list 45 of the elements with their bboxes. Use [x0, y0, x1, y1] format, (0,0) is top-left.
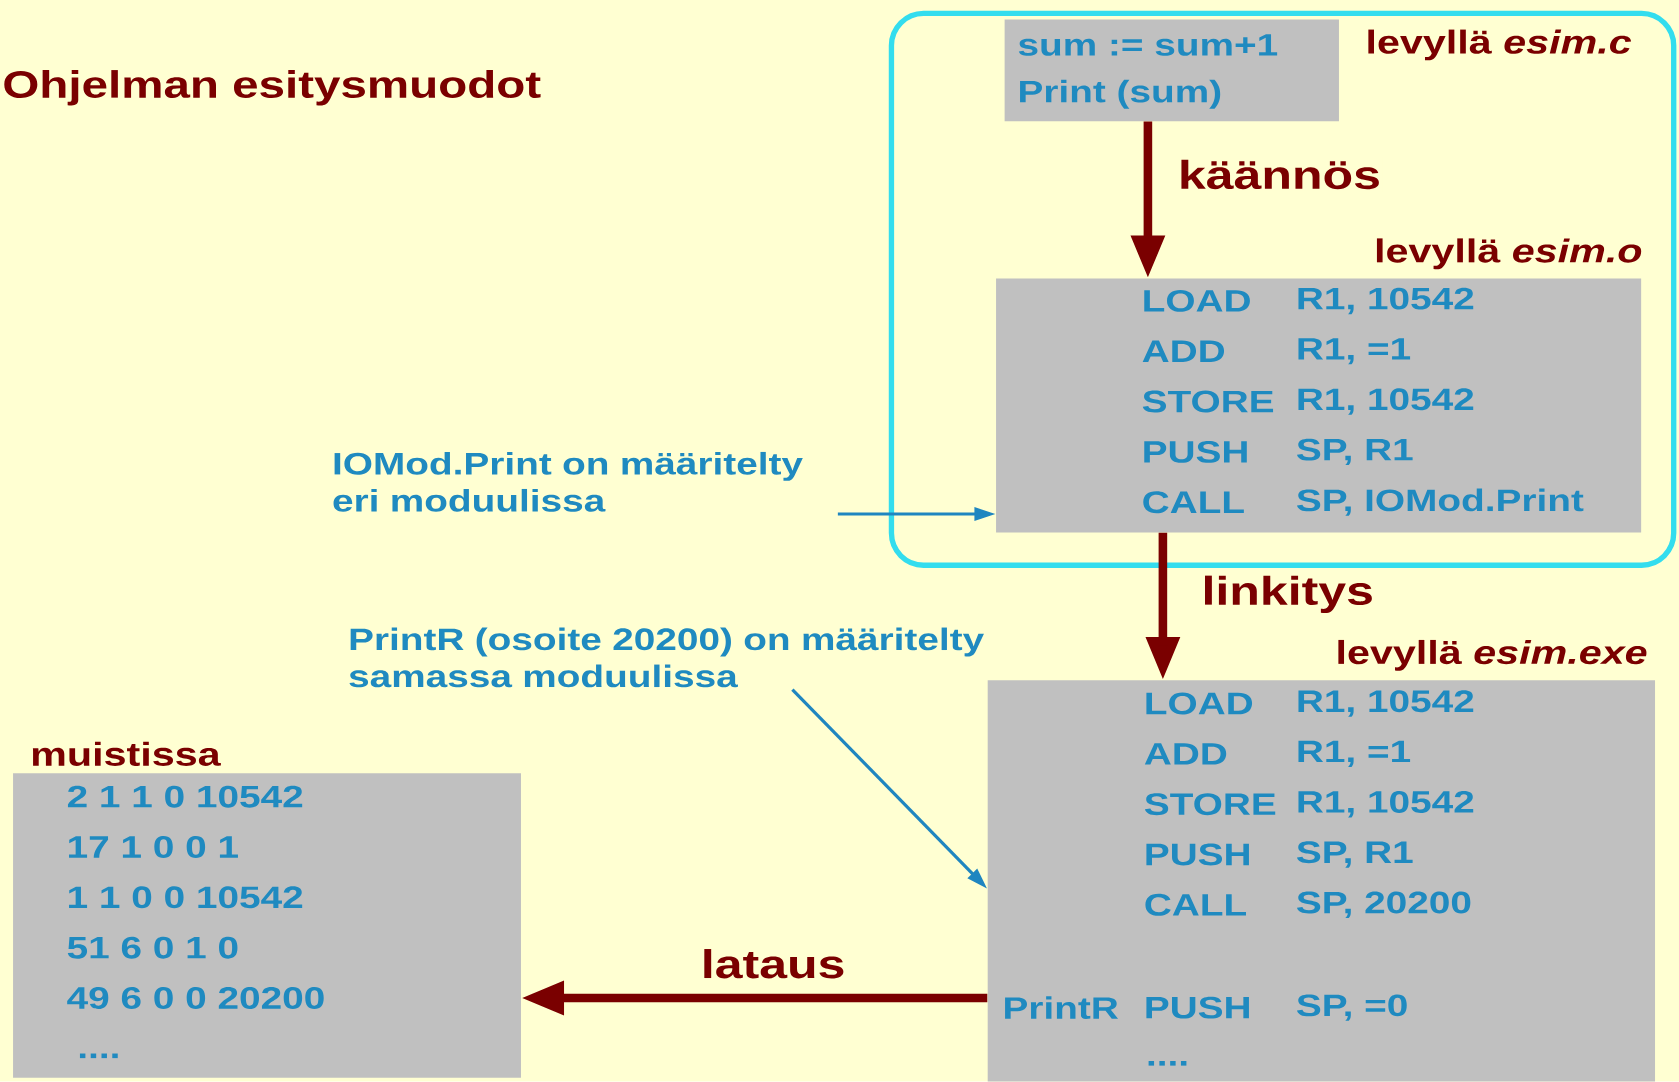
node-label: SP, R1	[1296, 438, 1413, 466]
node-label: CALL	[1145, 894, 1246, 917]
code-box: LOAD R1, 10542 ADD R1, =1 STORE R1, 10542 PUSH SP, R1 CALL SP, 20200 PrintR PUSH SP, =0 ....	[987, 680, 1656, 1082]
code-box: sum := sum+1 Print (sum)	[1004, 19, 1339, 122]
box-heading: levyllä esim.exe	[1338, 640, 1647, 671]
node-label: 2 1 1 0 10542	[67, 785, 303, 808]
node-label: ADD	[1144, 743, 1227, 765]
node-label: 49 6 0 0 20200	[67, 987, 324, 1010]
node-label: R1, =1	[1298, 338, 1411, 365]
node-label: PUSH	[1144, 441, 1247, 464]
node-label: R1, =1	[1298, 741, 1411, 768]
node-label: SP, IOMod.Print	[1296, 488, 1584, 517]
node-label: PUSH	[1146, 996, 1249, 1019]
node-label: R1, 10542	[1298, 791, 1474, 818]
box-heading: levyllä esim.c	[1368, 29, 1632, 61]
edge-label: lataus	[698, 947, 848, 981]
node-label: 1 1 0 0 10542	[69, 886, 303, 909]
node-label: PrintR	[1005, 996, 1119, 1020]
node-label: PUSH	[1146, 843, 1249, 866]
node-label: 51 6 0 1 0	[67, 936, 238, 959]
box-heading: levyllä esim.o	[1376, 238, 1642, 270]
node-label: R1, 10542	[1298, 690, 1474, 717]
node-label: SP, 20200	[1296, 891, 1471, 919]
code-box: 2 1 1 0 10542 17 1 0 0 1 1 1 0 0 10542 51 6 0 1 0 49 6 0 0 20200 ....	[13, 773, 521, 1078]
title: Ohjelman esitysmuodot	[4, 70, 541, 106]
node-label: CALL	[1143, 491, 1244, 514]
node-label: STORE	[1144, 793, 1276, 816]
node-label: ....	[1148, 1061, 1187, 1066]
node-label: ....	[79, 1053, 118, 1059]
note-text: IOMod.Print on määritelty eri moduulissa	[333, 452, 803, 512]
node-label: SP, =0	[1296, 994, 1407, 1022]
node-label: 17 1 0 0 1	[69, 836, 238, 859]
node-label: R1, 10542	[1298, 388, 1474, 416]
box-heading: muistissa	[32, 741, 221, 767]
node-label: STORE	[1142, 390, 1274, 413]
frame	[888, 10, 1677, 569]
node-label: SP, R1	[1296, 841, 1413, 868]
code-box: LOAD R1, 10542 ADD R1, =1 STORE R1, 10542 PUSH SP, R1 CALL SP, IOMod.Print	[996, 278, 1642, 533]
node-label: LOAD	[1144, 290, 1250, 313]
node-label: R1, 10542	[1298, 287, 1474, 315]
note-text: PrintR (osoite 20200) on määritelty samassa moduulissa	[349, 627, 984, 688]
node-label: LOAD	[1146, 692, 1253, 715]
edge-label: käännös	[1175, 158, 1383, 192]
node-label: ADD	[1142, 340, 1225, 363]
edge-label: linkitys	[1199, 573, 1376, 616]
